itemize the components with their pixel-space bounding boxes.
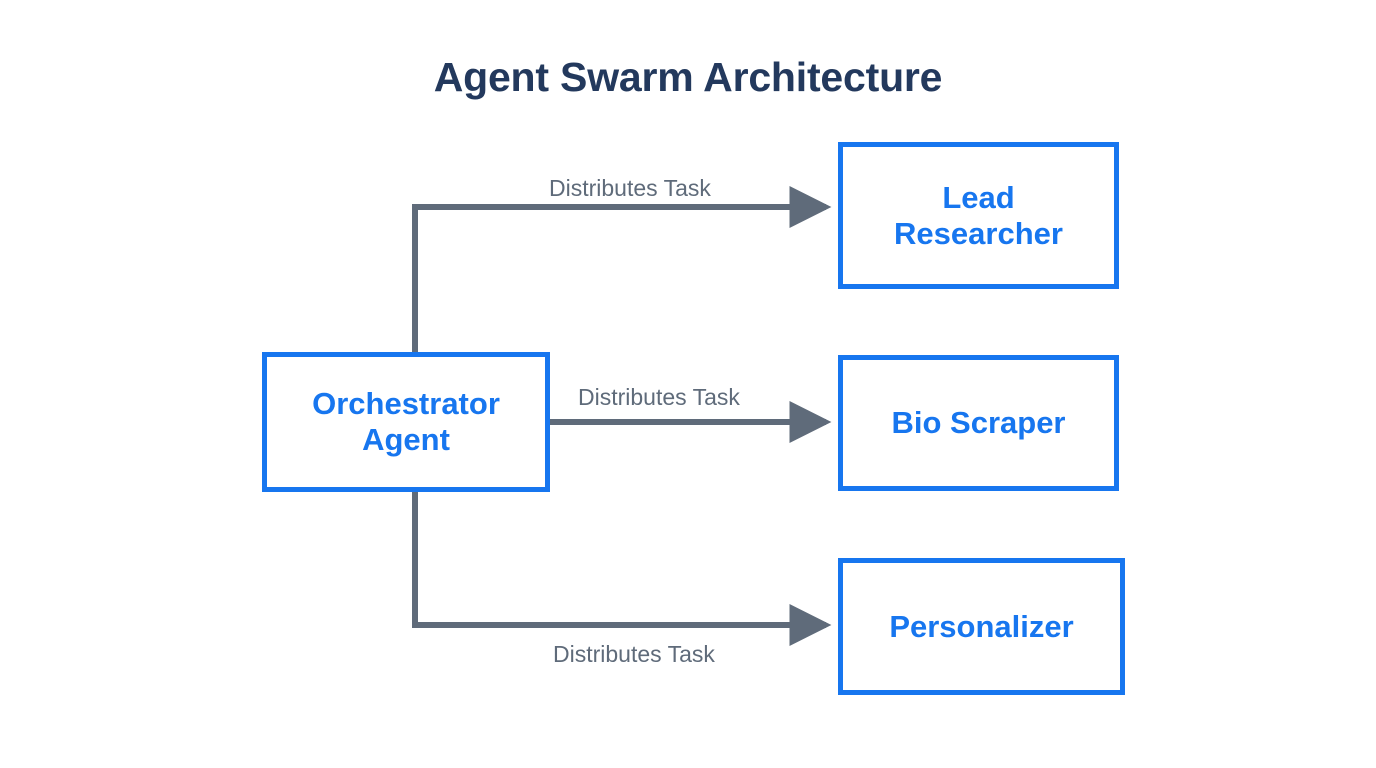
node-personalizer-label: Personalizer	[889, 608, 1074, 644]
node-bio-scraper[interactable]: Bio Scraper	[838, 355, 1119, 491]
node-orchestrator-agent-label: Orchestrator Agent	[312, 386, 500, 457]
connector-orchestrator-to-personalizer	[412, 492, 832, 646]
node-orchestrator-agent[interactable]: Orchestrator Agent	[262, 352, 550, 492]
edge-label-orchestrator-to-bio-scraper: Distributes Task	[578, 384, 740, 410]
node-bio-scraper-label: Bio Scraper	[891, 405, 1066, 441]
connector-orchestrator-to-lead-researcher	[412, 186, 832, 352]
edge-label-orchestrator-to-lead-researcher: Distributes Task	[549, 175, 711, 201]
page-title: Agent Swarm Architecture	[433, 54, 943, 100]
edge-label-orchestrator-to-personalizer: Distributes Task	[553, 641, 715, 667]
node-lead-researcher-label: Lead Researcher	[894, 179, 1063, 251]
node-lead-researcher[interactable]: Lead Researcher	[838, 142, 1119, 289]
node-personalizer[interactable]: Personalizer	[838, 558, 1125, 695]
